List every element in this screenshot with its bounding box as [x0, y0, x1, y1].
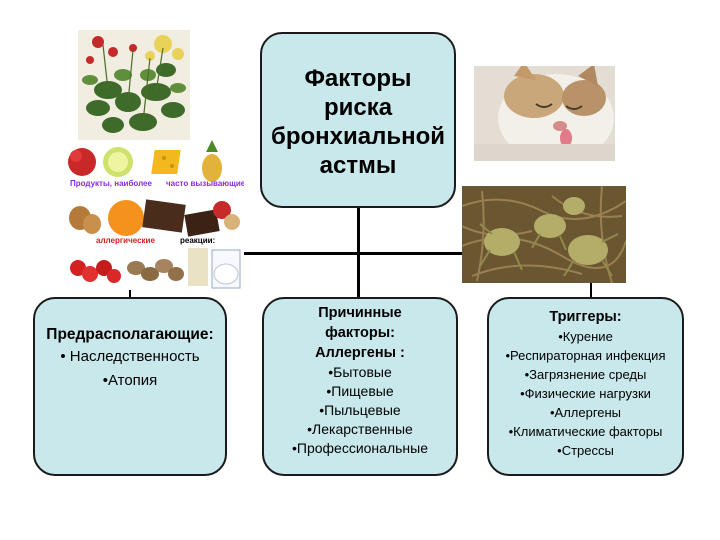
- predisposing-item: •Атопия: [102, 372, 158, 389]
- caption-allergic: аллергические: [96, 236, 155, 245]
- triggers-box: Триггеры: •Курение •Респираторная инфекц…: [487, 297, 684, 476]
- plants-image: [78, 30, 190, 140]
- title-line-1: Факторы: [304, 65, 412, 92]
- caption-reactions: реакции:: [180, 236, 216, 245]
- trigger-item: •Физические нагрузки: [520, 386, 651, 401]
- caption-often: часто вызывающие: [166, 179, 244, 188]
- allergen-foods-image: Продукты, наиболее часто вызывающие алле…: [66, 140, 244, 290]
- causal-item: •Лекарственные: [307, 421, 413, 437]
- trigger-item: •Климатические факторы: [508, 424, 663, 439]
- title-line-2: риска: [323, 94, 393, 121]
- causal-item: •Пыльцевые: [319, 402, 401, 418]
- title-line-3: бронхиальной: [271, 123, 445, 150]
- caption-products: Продукты, наиболее: [70, 179, 152, 188]
- causal-heading-3: Аллергены :: [315, 345, 405, 361]
- predisposing-item: • Наследственность: [60, 348, 200, 365]
- trigger-item: •Загрязнение среды: [524, 367, 647, 382]
- predisposing-heading: Предрасполагающие:: [46, 326, 214, 343]
- causal-heading-1: Причинные: [318, 305, 402, 321]
- title-box: Факторы риска бронхиальной астмы: [260, 32, 456, 208]
- trigger-item: •Курение: [558, 329, 613, 344]
- causal-item: •Пищевые: [326, 383, 394, 399]
- causal-item: •Бытовые: [328, 364, 392, 380]
- causal-item: •Профессиональные: [291, 440, 428, 456]
- triggers-heading: Триггеры:: [549, 309, 622, 325]
- causal-factors-box: Причинные факторы: Аллергены : •Бытовые …: [262, 297, 458, 476]
- predisposing-factors-box: Предрасполагающие: • Наследственность •А…: [33, 297, 227, 476]
- title-line-4: астмы: [319, 152, 397, 179]
- trigger-item: •Аллергены: [549, 405, 622, 420]
- trigger-item: •Стрессы: [557, 443, 614, 458]
- connector-horizontal: [129, 252, 592, 255]
- causal-heading-2: факторы:: [325, 325, 395, 341]
- trigger-item: •Респираторная инфекция: [505, 348, 666, 363]
- dust-mites-image: [462, 186, 626, 283]
- cat-image: [474, 66, 615, 161]
